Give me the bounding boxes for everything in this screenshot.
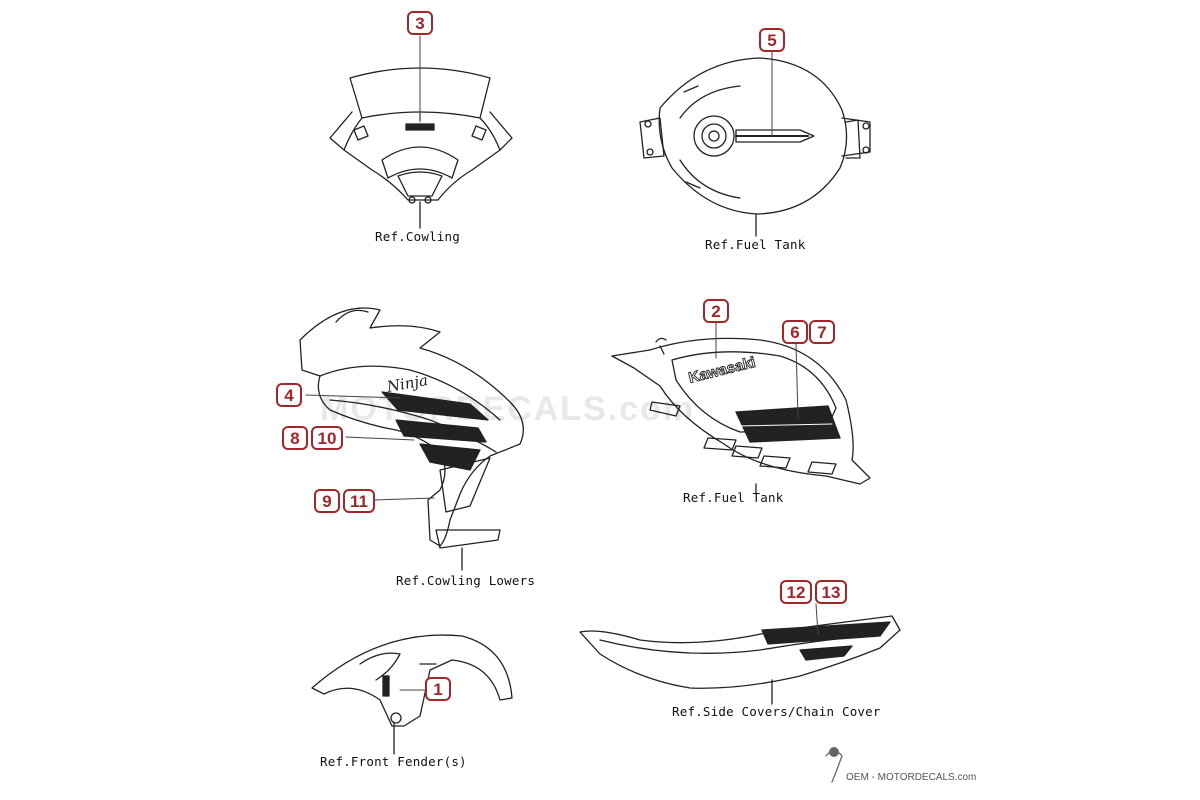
callout-badge-3: 3: [407, 11, 433, 35]
ninja-decal-text: Ninja: [385, 371, 430, 396]
ref-cowling-label: Ref.Cowling: [375, 229, 460, 244]
callout-badge-11: 11: [343, 489, 375, 513]
callout-badge-10: 10: [311, 426, 343, 450]
cowling-drawing: [329, 67, 513, 229]
callout-badge-9: 9: [314, 489, 340, 513]
watermark: MOTORDECALS.com: [320, 390, 696, 428]
ref-fuel-tank-top-label: Ref.Fuel Tank: [705, 237, 806, 252]
footer-logo-mark: [825, 747, 843, 783]
callout-badge-4: 4: [276, 383, 302, 407]
cowling-lowers-drawing: [299, 307, 524, 571]
callout-badge-8: 8: [282, 426, 308, 450]
ref-front-fender-label: Ref.Front Fender(s): [320, 754, 467, 769]
ref-side-covers-label: Ref.Side Covers/Chain Cover: [672, 704, 881, 719]
footer-brand: OEM - MOTORDECALS.com: [846, 772, 977, 783]
callout-badge-1: 1: [425, 677, 451, 701]
side-covers-drawing: [579, 615, 901, 705]
callout-badge-13: 13: [815, 580, 847, 604]
callout-badge-6: 6: [782, 320, 808, 344]
ref-cowling-lowers-label: Ref.Cowling Lowers: [396, 573, 536, 588]
kawasaki-decal-text: Kawasaki: [687, 354, 757, 387]
callout-badge-7: 7: [809, 320, 835, 344]
ref-fuel-tank-side-label: Ref.Fuel Tank: [683, 490, 784, 505]
fuel-tank-top-drawing: [639, 57, 871, 237]
callout-badge-12: 12: [780, 580, 812, 604]
callout-badge-2: 2: [703, 299, 729, 323]
callout-badge-5: 5: [759, 28, 785, 52]
front-fender-drawing: [311, 634, 513, 755]
fuel-tank-side-drawing: [611, 337, 871, 495]
